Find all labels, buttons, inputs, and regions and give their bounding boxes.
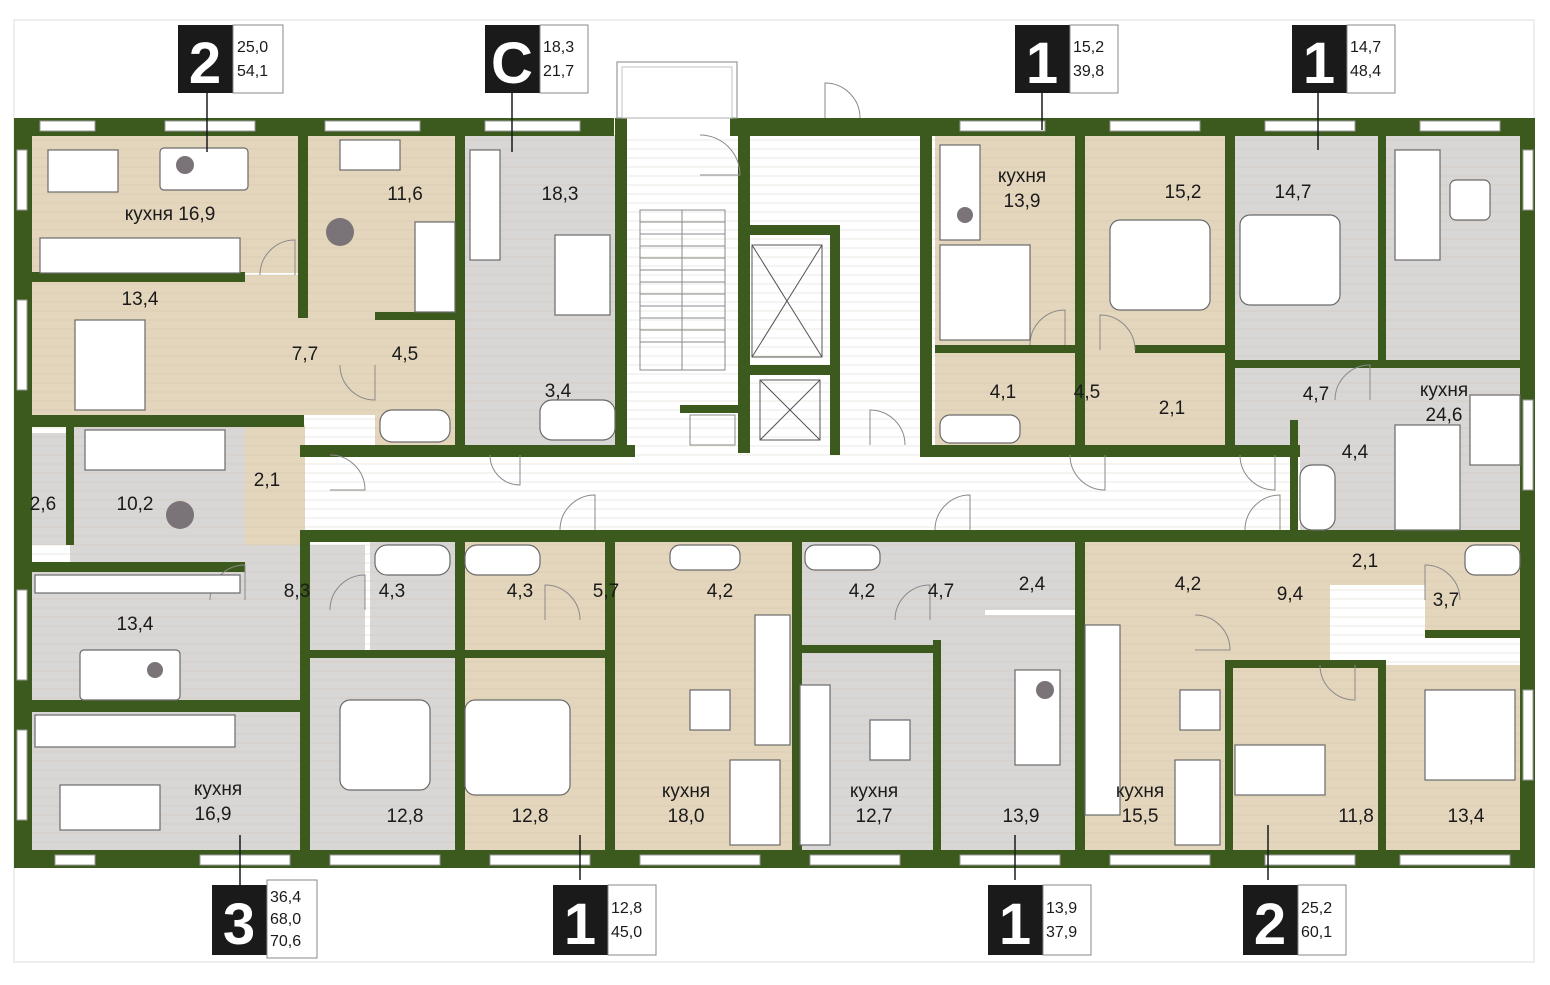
room-area-label: 13,9 [1003,806,1040,827]
svg-text:25,2: 25,2 [1301,900,1332,917]
room-area-label: 4,2 [849,581,875,602]
apartment-badge[interactable]: 1 12,8 45,0 [553,884,657,957]
room-area-label: 2,6 [30,494,56,515]
svg-text:21,7: 21,7 [543,63,574,80]
svg-text:С: С [491,31,533,96]
lift-shafts [751,244,823,441]
room-area-label: кухня [194,779,242,800]
room-area-label: 4,4 [1342,442,1369,463]
svg-text:18,3: 18,3 [543,39,574,56]
room-area-label: 4,2 [707,581,733,602]
room-labels: кухня 16,9 11,6 18,3 13,4 7,7 4,5 3,4 2,… [30,166,1485,827]
room-area-label: 12,7 [856,806,893,827]
room-area-label: 12,8 [512,806,549,827]
room-area-label: 4,7 [1303,384,1329,405]
apartment-badge[interactable]: 1 13,9 37,9 [988,884,1092,957]
room-area-label: 11,8 [1338,806,1374,827]
staircase [639,209,736,446]
apartment-badge[interactable]: 3 36,4 68,0 70,6 [212,879,318,959]
badge-leaders [206,92,1319,885]
room-area-label: 5,7 [593,581,619,602]
room-area-label: 4,3 [507,581,533,602]
room-area-label: 10,2 [117,494,154,515]
room-area-label: 18,0 [668,806,705,827]
room-area-label: кухня [1420,380,1468,401]
apartment-badge[interactable]: 1 14,7 48,4 [1292,24,1396,96]
room-area-label: 16,9 [195,804,232,825]
room-area-label: 3,7 [1433,590,1459,611]
svg-text:45,0: 45,0 [611,924,642,941]
svg-text:39,8: 39,8 [1073,63,1104,80]
room-area-label: кухня [850,781,898,802]
svg-text:13,9: 13,9 [1046,900,1077,917]
room-area-label: 14,7 [1275,182,1312,203]
apartment-badges: 2 25,0 54,1 С 18,3 21,7 1 15,2 39,8 1 14… [178,24,1396,959]
room-area-label: 18,3 [542,184,579,205]
room-area-label: 7,7 [292,344,318,365]
apartment-badge[interactable]: 1 15,2 39,8 [1015,24,1119,96]
svg-text:1: 1 [564,892,596,957]
room-area-label: 13,4 [1448,806,1485,827]
svg-text:2: 2 [1254,892,1286,957]
apartment-badge[interactable]: 2 25,2 60,1 [1243,884,1347,957]
svg-text:48,4: 48,4 [1350,63,1381,80]
room-area-label: 2,1 [1352,551,1378,572]
svg-text:54,1: 54,1 [237,63,268,80]
room-area-label: 2,4 [1019,574,1046,595]
windows [16,120,1534,866]
svg-text:3: 3 [223,892,255,957]
balcony [616,61,738,119]
room-area-label: 2,1 [254,470,280,491]
room-area-label: 13,9 [1004,191,1041,212]
svg-text:1: 1 [999,892,1031,957]
svg-text:12,8: 12,8 [611,900,642,917]
room-area-label: 24,6 [1426,405,1463,426]
room-area-label: 4,7 [928,581,954,602]
room-area-label: кухня [998,166,1046,187]
svg-text:68,0: 68,0 [270,911,301,928]
apartment-badge[interactable]: 2 25,0 54,1 [178,24,284,96]
doors [209,82,1461,701]
room-area-label: 4,1 [990,382,1016,403]
room-area-label: 9,4 [1277,584,1304,605]
svg-text:36,4: 36,4 [270,889,301,906]
room-area-label: 4,5 [392,344,418,365]
room-area-label: 13,4 [122,289,159,310]
room-area-label: 4,3 [379,581,405,602]
svg-text:37,9: 37,9 [1046,924,1077,941]
svg-text:25,0: 25,0 [237,39,268,56]
room-area-label: кухня [662,781,710,802]
apartment-badge[interactable]: С 18,3 21,7 [485,24,589,96]
furniture [34,139,1521,846]
room-area-label: 2,1 [1159,398,1185,419]
svg-text:1: 1 [1303,31,1335,96]
room-area-label: 13,4 [117,614,154,635]
svg-text:1: 1 [1026,31,1058,96]
svg-text:2: 2 [189,31,221,96]
room-area-label: 8,3 [284,581,310,602]
room-area-label: кухня [1116,781,1164,802]
room-area-label: 12,8 [387,806,424,827]
room-area-label: кухня 16,9 [125,204,216,225]
room-area-label: 15,5 [1122,806,1159,827]
room-area-label: 3,4 [545,381,572,402]
svg-text:60,1: 60,1 [1301,924,1332,941]
room-area-label: 15,2 [1165,182,1202,203]
svg-text:70,6: 70,6 [270,933,301,950]
svg-text:14,7: 14,7 [1350,39,1381,56]
room-area-label: 11,6 [387,184,423,205]
room-area-label: 4,2 [1175,574,1201,595]
svg-text:15,2: 15,2 [1073,39,1104,56]
room-area-label: 4,5 [1074,382,1100,403]
walls [14,118,1535,868]
